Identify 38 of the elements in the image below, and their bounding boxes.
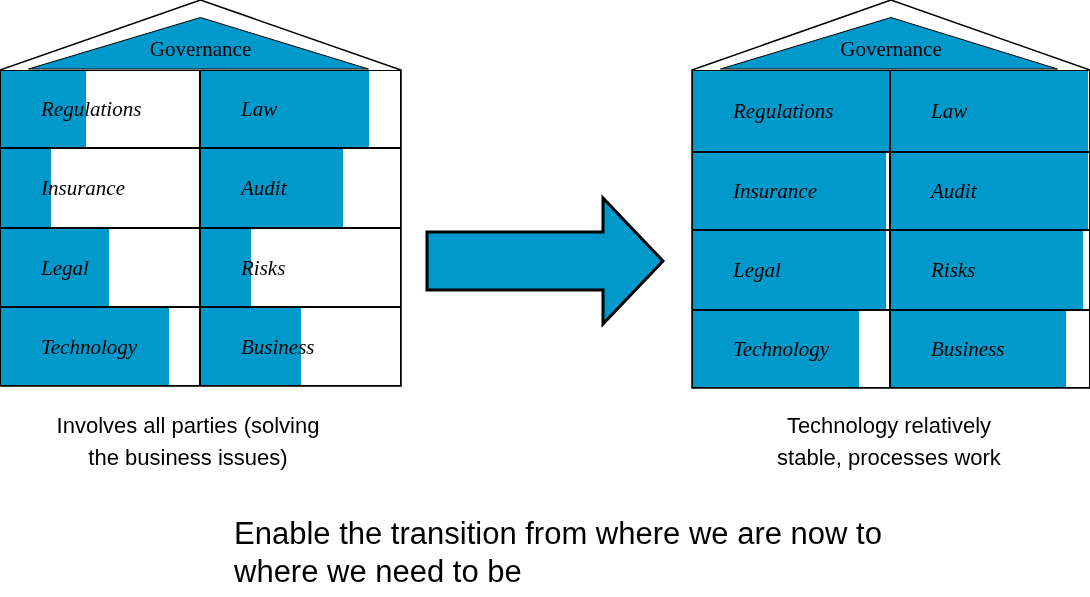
wall-block [0,307,200,386]
wall-block [890,70,1090,152]
block-label: Risks [931,257,976,283]
block-label: Regulations [733,98,834,124]
wall-block [200,148,401,228]
wall-block [200,228,401,307]
wall-block [200,307,401,386]
block-label: Law [241,96,278,122]
wall-block [200,70,401,148]
wall-block [692,152,890,230]
block-label: Insurance [733,178,817,204]
block-label: Audit [241,175,287,201]
caption: Enable the transition from where we are now to where we need to be [234,515,883,591]
wall-block [890,310,1090,388]
block-label: Audit [931,178,977,204]
wall-block [0,148,200,228]
wall-block [692,70,890,152]
roof-label: Governance [148,37,253,62]
block-label: Technology [733,336,830,362]
block-label: Legal [41,255,89,280]
house-caption: Technology relatively stable, processes work [776,412,1002,472]
wall-block [692,310,890,388]
block-label: Business [931,336,1005,362]
wall-block [890,152,1090,230]
block-label: Law [931,98,968,124]
roof-band [720,17,1058,69]
block-arrow [425,194,666,328]
wall-block [0,228,200,307]
house-drawing [0,0,401,386]
wall-block [890,230,1090,310]
wall-block [692,230,890,310]
wall-block [0,70,200,148]
house-drawing [692,0,1090,388]
block-label: Technology [41,334,138,359]
house-caption: Involves all parties (solving the business issues) [55,412,321,472]
roof-band [28,17,369,69]
block-label: Legal [733,257,781,283]
roof-label: Governance [839,37,943,62]
